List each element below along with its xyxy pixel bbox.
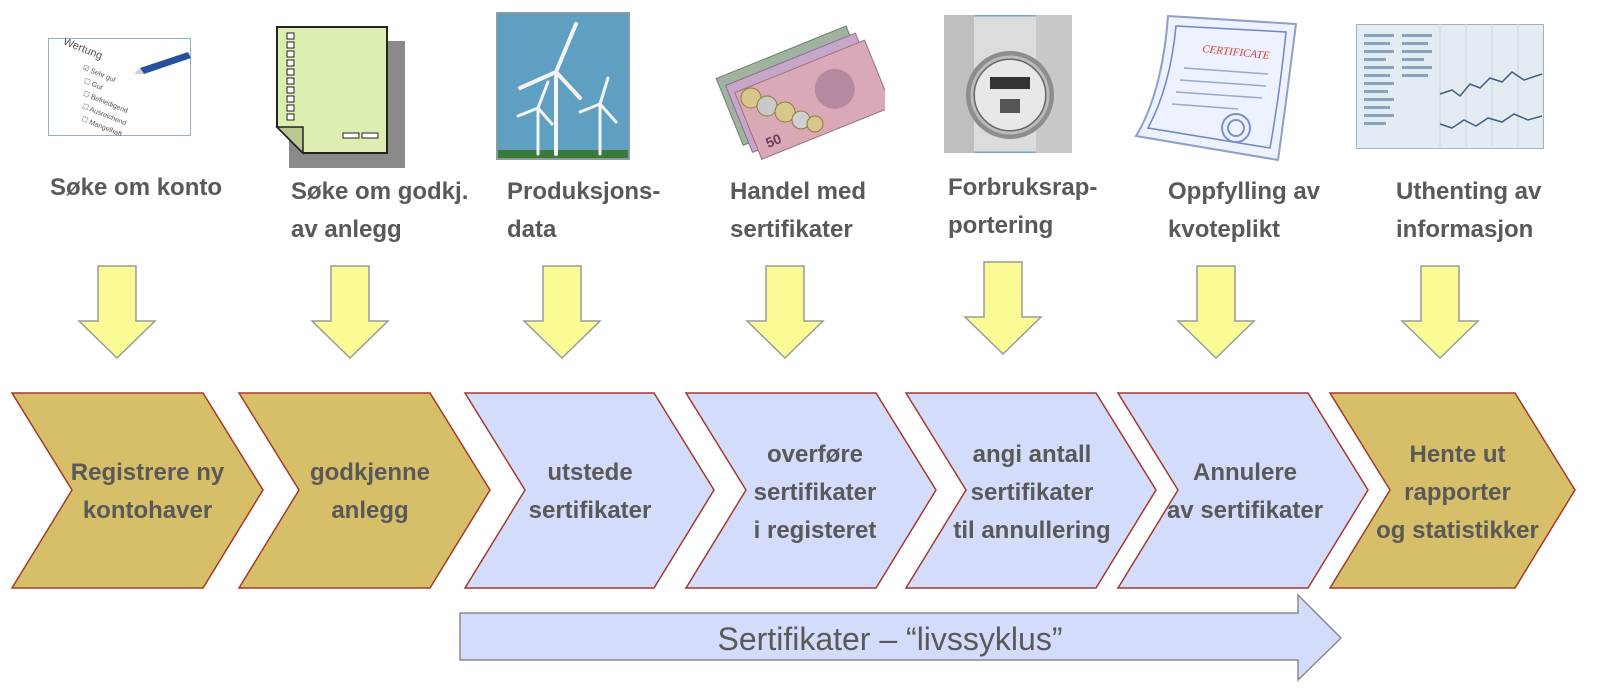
lifecycle-arrow xyxy=(459,593,1343,682)
stage-label-consumption-reporting: Forbruksrap- portering xyxy=(948,174,1098,239)
stage-label-facility-approval: Søke om godkj. av anlegg xyxy=(291,178,469,243)
down-arrow-4 xyxy=(745,265,825,360)
stage-label-information: Uthenting av informasjon xyxy=(1396,178,1542,243)
chevron-step-2 xyxy=(237,392,491,589)
chevron-step-6 xyxy=(1116,392,1369,589)
stage-label-quota-fulfilment: Oppfylling av kvoteplikt xyxy=(1168,178,1321,243)
down-arrow-5 xyxy=(963,261,1043,356)
lifecycle-label: Sertifikater – “livssyklus” xyxy=(717,621,1063,657)
electricity-meter-icon xyxy=(944,15,1072,153)
step-label-retrieve-reports: Hente ut rapporter og statistikker xyxy=(1376,441,1539,544)
down-arrow-3 xyxy=(522,265,602,360)
down-arrow-7 xyxy=(1400,265,1480,360)
down-arrow-1 xyxy=(77,265,157,360)
step-label-cancel-certificates: Annulere av sertifikater xyxy=(1166,459,1324,524)
stage-label-account: Søke om konto xyxy=(50,174,223,201)
wind-turbines-icon xyxy=(496,12,630,160)
document-checklist-icon xyxy=(275,25,407,170)
down-arrow-6 xyxy=(1176,265,1256,360)
certificate-icon: CERTIFICATE xyxy=(1128,10,1300,165)
chevron-step-1 xyxy=(10,392,264,589)
stage-label-production-data: Produksjons- data xyxy=(507,178,661,243)
svg-text:50: 50 xyxy=(763,130,784,151)
stock-chart-icon xyxy=(1356,24,1544,149)
down-arrow-2 xyxy=(310,265,390,360)
step-label-register-account-holder: Registrere ny kontohaver xyxy=(70,459,225,524)
step-label-cancellation-count: angi antall sertifikater til annullering xyxy=(953,441,1111,544)
chevron-step-3 xyxy=(463,392,715,589)
step-label-transfer-certificates: overføre sertifikater i registeret xyxy=(753,441,877,544)
chevron-step-7 xyxy=(1328,392,1576,589)
stage-label-trading: Handel med sertifikater xyxy=(730,178,867,243)
banknotes-coins-icon: 50 xyxy=(705,20,885,165)
step-label-approve-facility: godkjenne anlegg xyxy=(309,459,430,524)
chevron-step-4 xyxy=(684,392,937,589)
chevron-step-5 xyxy=(904,392,1157,589)
checklist-form-icon: Wertung ☑ Sehr gut ☐ Gut ☐ Befriedigend … xyxy=(48,38,191,136)
step-label-issue-certificates: utstede sertifikater xyxy=(528,459,652,524)
